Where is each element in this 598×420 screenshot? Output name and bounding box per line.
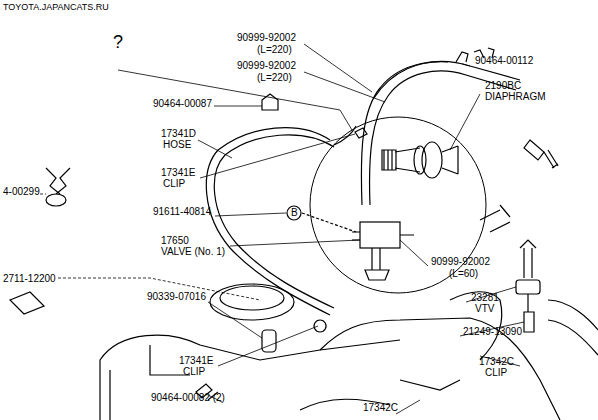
callout-number: DIAPHRAGM [484,91,547,102]
callout-number: 90999-92002 [236,60,297,71]
callout-number: CLIP [162,178,186,189]
callout-number: CLIP [182,366,206,377]
callout-number: 17342C [362,402,399,413]
callout-number: 17341E [178,355,214,366]
callout-number: VTV [474,303,495,314]
callout-number: 91611-40814 [152,206,212,217]
callout-number: 17341D [160,128,197,139]
callout-number: B [290,207,299,218]
callout-number: ? [112,32,124,52]
callout-number: 23281 [470,292,500,303]
callout-number: (L=220) [256,44,293,55]
callout-number: 2711-12200 [2,273,57,284]
callout-number: 90999-92002 [236,32,297,43]
callout-number: 17650 [160,235,190,246]
callout-number: 90999-92002 [430,256,491,267]
callout-number: 2190BC [484,80,522,91]
callout-number: CLIP [484,367,508,378]
callout-number: 90464-00112 [474,55,534,66]
callout-number: (L=220) [256,72,293,83]
callout-number: 4-00299 [2,186,41,197]
watermark: TOYOTA.JAPANCATS.RU [2,2,110,13]
callout-number: VALVE (No. 1) [160,246,226,257]
callout-number: 90339-07016 [146,291,207,302]
callout-number: 17342C [478,356,515,367]
callout-number: 21249-13090 [462,326,523,337]
callout-number: HOSE [162,139,192,150]
callout-number: 90464-00087 [152,98,213,109]
callout-number: (L=60) [448,268,479,279]
callout-number: 17341E [160,167,196,178]
callout-number: 90464-00082 (2) [150,392,226,403]
